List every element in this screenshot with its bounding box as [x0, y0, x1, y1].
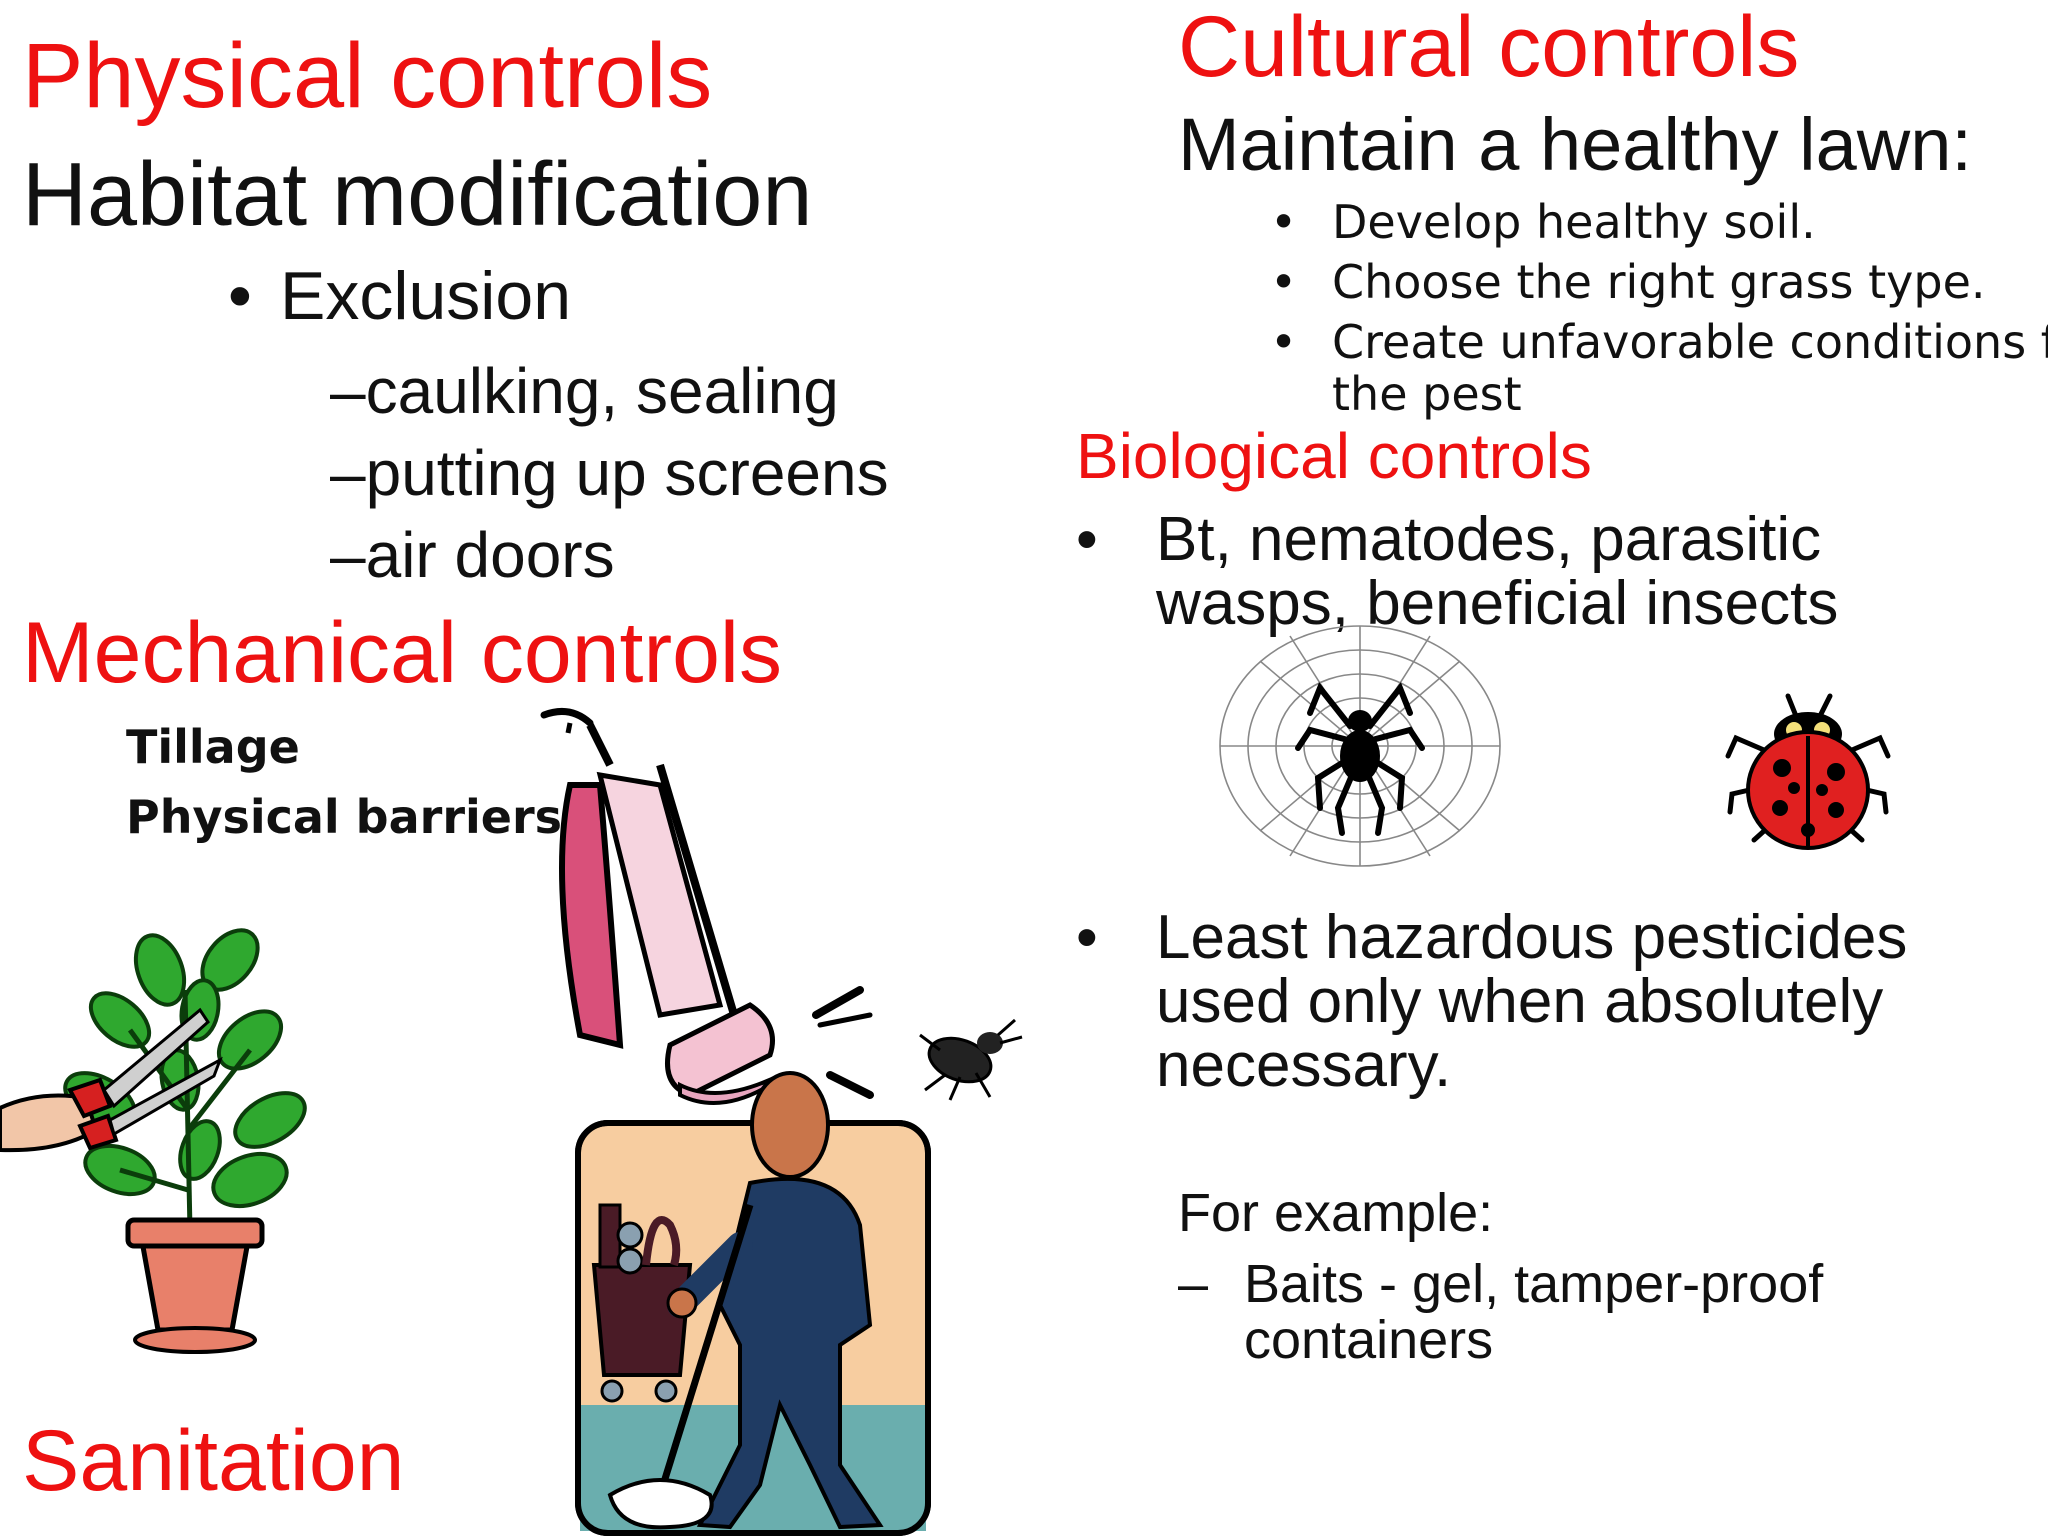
biological-list: • Bt, nematodes, parasitic wasps, benefi…: [1076, 508, 1838, 636]
list-item-line: Bt, nematodes, parasitic: [1156, 505, 1822, 574]
bullet-mark: •: [1076, 505, 1098, 574]
exclusion-label: Exclusion: [280, 258, 572, 334]
habitat-modification-heading: Habitat modification: [22, 145, 813, 245]
mechanical-list: Tillage Physical barriers: [126, 712, 562, 852]
list-item-line: used only when absolutely: [1156, 967, 1884, 1036]
exclusion-sub-list: –caulking, sealing –putting up screens –…: [330, 350, 889, 596]
dash-mark: –: [1178, 1254, 1209, 1314]
list-item-text: putting up screens: [365, 437, 889, 509]
list-item: Create unfavorable conditions for: [1270, 312, 2048, 372]
pruning-shears-icon: [0, 1007, 223, 1153]
list-item-line: wasps, beneficial insects: [1156, 569, 1839, 638]
list-item: • Bt, nematodes, parasitic wasps, benefi…: [1076, 508, 1838, 636]
bullet-mark: •: [228, 258, 252, 334]
list-item: Tillage: [126, 720, 300, 774]
list-item-continuation: the pest: [1332, 367, 1522, 421]
list-item-text: air doors: [365, 519, 615, 591]
list-item-line: containers: [1244, 1310, 1494, 1370]
list-item-line: Baits - gel, tamper-proof: [1244, 1254, 1824, 1314]
list-item: • Least hazardous pesticides used only w…: [1076, 906, 1907, 1098]
sanitation-heading: Sanitation: [22, 1413, 405, 1509]
healthy-lawn-heading: Maintain a healthy lawn:: [1178, 103, 1972, 186]
list-item-text: caulking, sealing: [365, 355, 839, 427]
dash-mark: –: [330, 355, 366, 427]
list-item: Physical barriers: [126, 790, 563, 844]
cultural-controls-heading: Cultural controls: [1178, 0, 1800, 95]
exclusion-bullet: •Exclusion: [228, 262, 571, 330]
ladybug-icon: [1725, 693, 1891, 850]
spider-icon: [1295, 682, 1425, 836]
list-item: –air doors: [330, 514, 889, 596]
example-heading: For example:: [1178, 1183, 1494, 1243]
dash-mark: –: [330, 437, 366, 509]
dash-mark: –: [330, 519, 366, 591]
vacuum-janitor-icon: [540, 707, 1023, 1536]
mechanical-controls-heading: Mechanical controls: [22, 605, 783, 701]
list-item: Develop healthy soil.: [1270, 192, 2048, 252]
bullet-mark: •: [1076, 903, 1098, 972]
list-item-line: Least hazardous pesticides: [1156, 903, 1908, 972]
list-item: Choose the right grass type.: [1270, 252, 2048, 312]
potted-plant-icon: [0, 928, 307, 1354]
pesticide-list: • Least hazardous pesticides used only w…: [1076, 906, 1907, 1098]
lawn-list: Develop healthy soil. Choose the right g…: [1270, 192, 2048, 421]
physical-controls-heading: Physical controls: [22, 25, 713, 127]
list-item-line: necessary.: [1156, 1031, 1452, 1100]
list-item: –caulking, sealing: [330, 350, 889, 432]
beetle-icon: [919, 1018, 1023, 1101]
spider-web-icon: [1219, 625, 1501, 867]
example-item: –Baits - gel, tamper-proof containers: [1178, 1256, 1823, 1368]
list-item: –putting up screens: [330, 432, 889, 514]
biological-controls-heading: Biological controls: [1076, 420, 1592, 492]
